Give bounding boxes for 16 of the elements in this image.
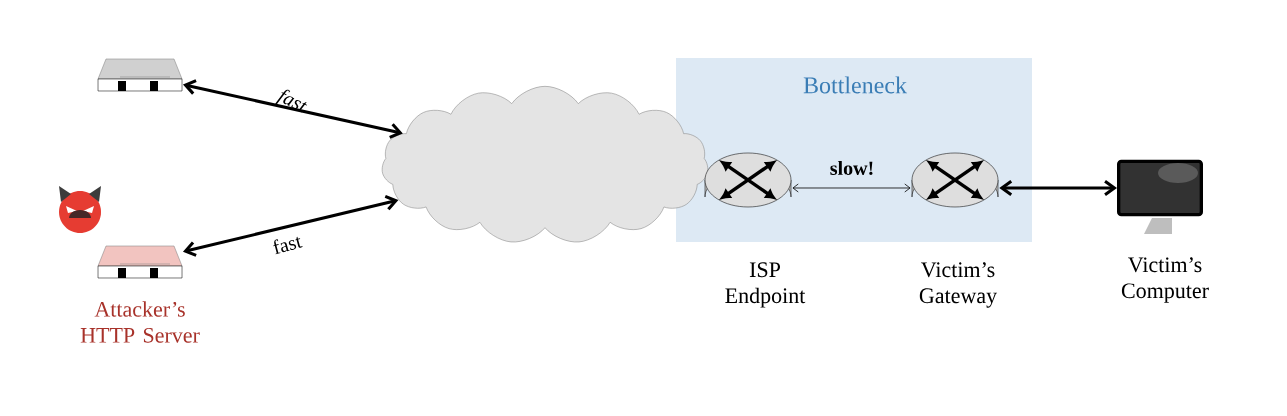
node-label: Attacker’s HTTP Server (80, 301, 200, 343)
arrow (182, 79, 403, 139)
server-drawing (97, 245, 183, 279)
monitor-drawing (1117, 159, 1203, 234)
node-label: Victim’s Gateway (919, 262, 997, 308)
router-drawing (911, 152, 999, 208)
node-label: Victim’s Computer (1121, 257, 1209, 303)
router-drawing (704, 152, 792, 208)
arrow (182, 194, 399, 257)
server-drawing (97, 58, 183, 92)
node-label: ISP Endpoint (725, 262, 806, 308)
arrow (999, 180, 1117, 196)
edge-label: slow! (830, 160, 873, 176)
arrow (792, 183, 911, 193)
cloud-shape (381, 86, 709, 243)
edge-label: fast (273, 236, 303, 255)
